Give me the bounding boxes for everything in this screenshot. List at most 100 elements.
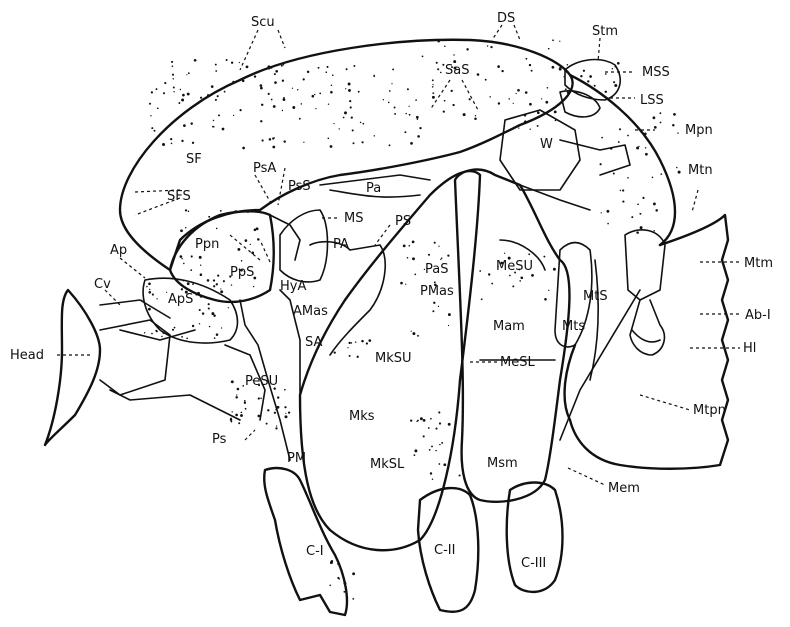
stipple-dot (215, 99, 217, 101)
stipple-dot (614, 66, 616, 68)
stipple-dot (353, 65, 355, 67)
metathoracic-plates (555, 243, 598, 381)
stipple-dot (515, 93, 516, 94)
stipple-dot (242, 385, 244, 387)
stipple-dot (358, 91, 360, 93)
abdominal-segment-1 (560, 215, 728, 469)
stipple-dot (587, 80, 589, 82)
label-mtm: Mtm (744, 256, 773, 271)
stipple-dot (253, 286, 254, 287)
stipple-dot (563, 76, 564, 77)
stipple-dot (144, 332, 145, 333)
label-pas: PaS (425, 262, 448, 277)
stipple-dot (173, 91, 174, 92)
stipple-dot (330, 91, 333, 94)
stipple-dot (439, 444, 440, 445)
stipple-dot (258, 397, 260, 399)
stipple-dot (200, 295, 203, 298)
stipple-dot (181, 336, 183, 338)
stipple-dot (432, 79, 434, 81)
stipple-dot (180, 255, 183, 258)
stipple-dot (653, 230, 655, 232)
stipple-dot (409, 245, 411, 247)
label-psa: PsA (253, 161, 276, 176)
stipple-dot (245, 408, 247, 410)
stipple-dot (149, 291, 152, 294)
stipple-dot (417, 119, 418, 120)
stipple-dot (459, 474, 461, 476)
stipple-dot (244, 402, 246, 404)
stipple-dot (239, 62, 240, 63)
stipple-dot (199, 323, 200, 324)
stipple-dot (349, 355, 351, 357)
stipple-dot (275, 409, 276, 410)
stipple-dot (181, 288, 183, 290)
stipple-dot (151, 91, 153, 93)
stipple-dot (163, 92, 165, 94)
stipple-dot (235, 414, 238, 417)
stipple-dot (600, 163, 602, 165)
stipple-dot (148, 282, 151, 285)
stipple-dot (282, 110, 283, 111)
stipple-dot (414, 274, 416, 276)
stipple-dot (565, 88, 567, 90)
stipple-dot (524, 120, 527, 123)
stipple-dot (274, 412, 276, 414)
stipple-dot (150, 115, 151, 116)
stipple-dot (498, 102, 500, 104)
label-sf: SF (186, 152, 202, 167)
stipple-dot (173, 87, 175, 89)
stipple-dot (509, 275, 511, 277)
stipple-dot (338, 578, 340, 580)
stipple-dot (366, 342, 368, 344)
stipple-dot (580, 75, 582, 77)
stipple-dot (242, 147, 245, 150)
stipple-dot (438, 306, 439, 307)
stipple-dot (183, 280, 185, 282)
stipple-dot (613, 173, 615, 175)
label-ds: DS (497, 11, 515, 26)
stipple-dot (543, 256, 545, 258)
stipple-dot (410, 142, 413, 145)
stipple-dot (644, 132, 647, 135)
label-aps: ApS (168, 292, 193, 307)
stipple-dot (601, 137, 603, 139)
stipple-dot (448, 313, 451, 316)
cervical-region (100, 300, 240, 420)
stipple-dot (277, 406, 280, 409)
stipple-dot (677, 132, 678, 133)
stipple-dot (420, 417, 423, 420)
head (45, 290, 170, 445)
label-mtn: Mtn (688, 163, 713, 178)
stipple-dot (274, 137, 275, 138)
stipple-dot (346, 68, 348, 70)
stipple-dot (284, 389, 286, 391)
stipple-dot (552, 39, 554, 41)
stipple-dot (284, 406, 286, 408)
stipple-dot (422, 56, 424, 58)
stipple-texture (141, 39, 681, 599)
stipple-dot (333, 123, 334, 124)
stipple-dot (180, 229, 183, 232)
stipple-dot (405, 284, 406, 285)
stipple-dot (162, 143, 165, 146)
stipple-dot (678, 171, 681, 174)
stipple-dot (217, 95, 219, 97)
stipple-dot (192, 283, 194, 285)
stipple-dot (220, 290, 223, 293)
stipple-dot (208, 303, 210, 305)
stipple-dot (352, 598, 354, 600)
stipple-dot (266, 423, 268, 425)
stipple-dot (469, 98, 471, 100)
stipple-dot (238, 422, 240, 424)
stipple-dot (318, 67, 320, 69)
stipple-dot (490, 46, 492, 48)
stipple-dot (149, 289, 150, 290)
label-scu: Scu (251, 15, 275, 30)
stipple-dot (348, 89, 351, 92)
stipple-dot (292, 106, 295, 109)
stipple-dot (172, 65, 174, 67)
stipple-dot (208, 307, 210, 309)
stipple-dot (274, 81, 277, 84)
stipple-dot (343, 117, 345, 119)
